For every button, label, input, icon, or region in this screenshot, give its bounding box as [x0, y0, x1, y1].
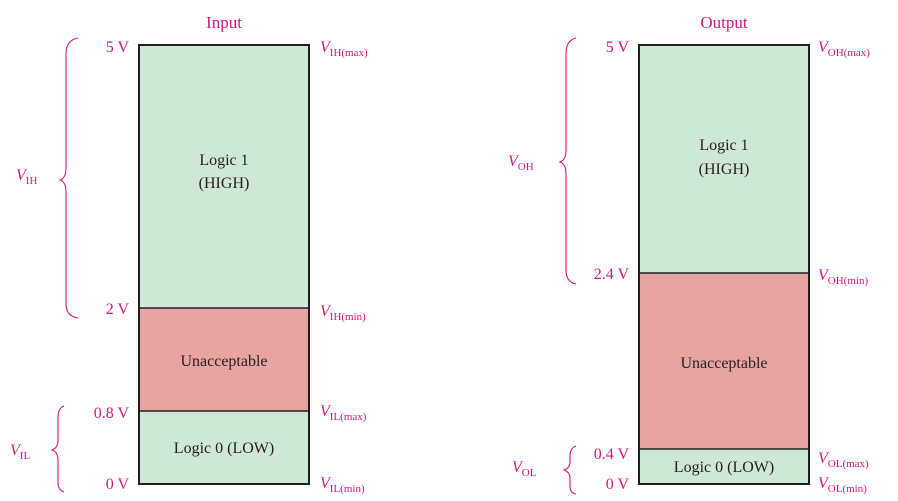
input-logic0-label: Logic 0 (LOW): [174, 440, 274, 457]
output-label-voh-min: VOH(min): [818, 267, 868, 287]
output-logic1-label: Logic 1: [699, 137, 748, 154]
input-column-outline: [138, 44, 310, 485]
output-label-voh-max: VOH(max): [818, 39, 870, 59]
output-logic1-sublabel: (HIGH): [699, 161, 750, 178]
input-vih-label: VIH: [16, 167, 37, 187]
output-title: Output: [700, 13, 748, 32]
output-voltage-04v: 0.4 V: [594, 446, 630, 463]
output-panel: Output Logic 1 (HIGH) Unacceptable Logic…: [508, 13, 870, 495]
output-voh-label: VOH: [508, 153, 534, 173]
output-voltage-5v: 5 V: [606, 39, 630, 56]
input-logic1-label: Logic 1: [199, 152, 248, 169]
output-unacceptable-zone: [639, 273, 809, 449]
input-panel: Input Logic 1 (HIGH) Unacceptable Logic …: [10, 13, 368, 495]
output-vol-label: VOL: [512, 459, 537, 479]
input-logic1-zone: [139, 45, 309, 308]
output-voltage-24v: 2.4 V: [594, 266, 630, 283]
input-title: Input: [206, 13, 242, 32]
input-voltage-08v: 0.8 V: [94, 405, 130, 422]
output-vol-brace: [562, 445, 577, 495]
output-label-vol-min: VOL(min): [818, 475, 867, 495]
input-label-vil-min: VIL(min): [320, 475, 365, 495]
input-voltage-2v: 2 V: [106, 301, 130, 318]
input-label-vih-min: VIH(min): [320, 303, 366, 323]
output-voh-brace: [558, 37, 577, 285]
input-unacceptable-label: Unacceptable: [180, 353, 267, 370]
output-column-outline: [638, 44, 810, 485]
output-logic1-zone: [639, 45, 809, 273]
output-logic0-label: Logic 0 (LOW): [674, 459, 774, 476]
input-vil-label: VIL: [10, 442, 30, 462]
output-voltage-0v: 0 V: [606, 476, 630, 493]
input-vil-brace: [50, 405, 65, 493]
input-unacceptable-zone: [139, 308, 309, 411]
output-label-vol-max: VOL(max): [818, 450, 869, 470]
input-logic1-sublabel: (HIGH): [199, 175, 250, 192]
input-label-vil-max: VIL(max): [320, 403, 367, 423]
input-voltage-0v: 0 V: [106, 476, 130, 493]
output-unacceptable-label: Unacceptable: [680, 355, 767, 372]
output-logic0-zone: [639, 449, 809, 484]
input-vih-brace: [58, 37, 79, 319]
input-label-vih-max: VIH(max): [320, 39, 368, 59]
input-logic0-zone: [139, 411, 309, 484]
input-voltage-5v: 5 V: [106, 39, 130, 56]
